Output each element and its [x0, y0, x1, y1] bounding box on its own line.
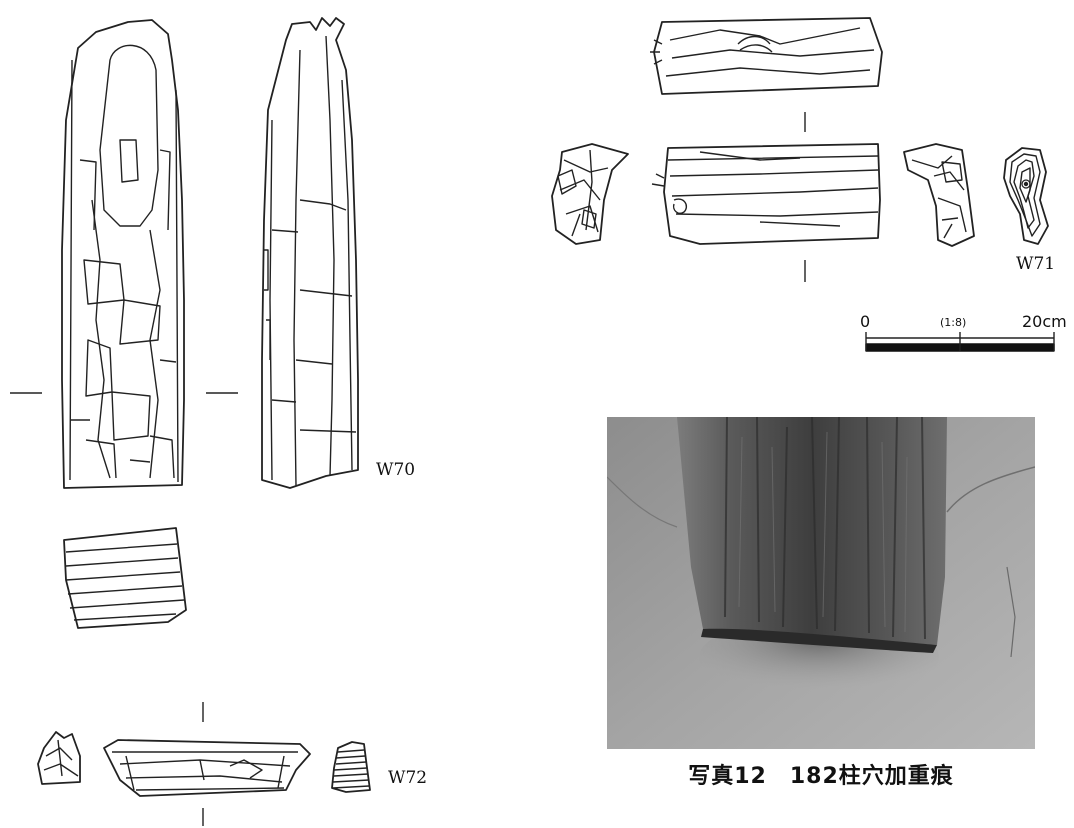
scale-ratio-label: (1:8) — [940, 316, 967, 329]
w70-side-view — [261, 17, 359, 489]
w71-left-end-view — [551, 143, 629, 245]
w71-right-end-view — [903, 143, 975, 247]
w72-main-view — [103, 739, 311, 797]
photo-post-hole — [607, 417, 1035, 749]
photo-caption: 写真12 182柱穴加重痕 — [688, 764, 954, 789]
w71-top-view — [650, 17, 883, 95]
scale-bar — [865, 332, 1055, 352]
w72-ring-view — [331, 741, 371, 793]
w70-front-view — [61, 19, 185, 489]
scale-start-label: 0 — [860, 312, 871, 331]
label-w70: W70 — [376, 460, 416, 480]
w70-end-view — [63, 527, 187, 629]
scale-end-label: 20cm — [1022, 312, 1067, 331]
w71-cross-section — [1003, 147, 1049, 245]
w72-left-view — [37, 731, 81, 785]
label-w71: W71 — [1016, 254, 1056, 274]
label-w72: W72 — [388, 768, 428, 788]
w71-front-view — [651, 143, 881, 245]
